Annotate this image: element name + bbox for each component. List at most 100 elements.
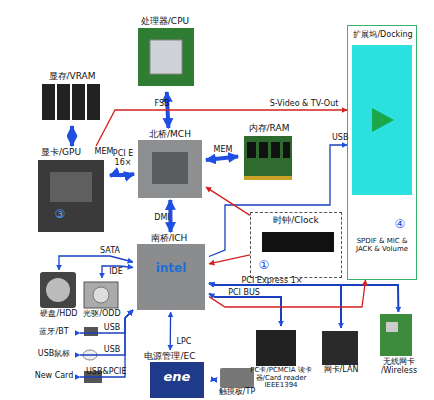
component-name: 光驱/ODD — [80, 310, 124, 319]
cpu-board — [138, 28, 194, 86]
signal-name: SPDIF & MIC & JACK & Volume — [350, 238, 414, 253]
signal-name: USB&PCIE — [86, 368, 124, 377]
component-box: 内存/RAM — [238, 122, 300, 184]
gpu-chip — [38, 160, 104, 232]
hdd-platter — [46, 278, 70, 302]
component-name: 内存/RAM — [241, 124, 297, 134]
component-name: 时钟/Clock — [261, 216, 331, 226]
vram-chip — [72, 84, 85, 120]
signal-name: PCI BUS — [224, 289, 264, 298]
component-box: 处理器/CPU — [128, 14, 202, 92]
touchpad-icon — [220, 368, 254, 388]
component-name: 触摸板/TP — [212, 388, 262, 397]
component-box: 网卡/LAN — [316, 328, 366, 376]
component-name: PC卡/PCMCIA 读卡器/Card reader IEEE1394 — [248, 367, 314, 390]
signal-name: PCI E 16× — [110, 150, 136, 168]
mch-die — [152, 152, 188, 184]
signal-name: FSB — [150, 100, 174, 109]
ram-chip — [271, 142, 280, 158]
signal-line — [209, 283, 341, 328]
component-box: 硬盘/HDD — [36, 270, 82, 322]
ram-contacts — [244, 176, 292, 180]
component-box: 显卡/GPU ③ — [34, 146, 110, 238]
component-name: New Card — [28, 372, 80, 381]
component-name: 硬盘/HDD — [36, 310, 82, 319]
callout-number: ④ — [392, 218, 408, 231]
docking-arrow — [372, 108, 394, 132]
bus-arrow — [70, 126, 74, 146]
bus-arrow — [206, 156, 238, 160]
bus-arrow — [110, 174, 134, 176]
pcmcia-chip — [256, 330, 296, 366]
vram-chip — [42, 84, 55, 120]
component-name: 电源管理/EC — [132, 352, 208, 362]
odd-disc — [93, 287, 109, 303]
component-box: USB鼠标 — [28, 348, 80, 362]
signal-line — [209, 145, 347, 257]
signal-line — [170, 312, 172, 350]
signal-name: MEM — [210, 146, 236, 155]
mch-chip — [138, 140, 202, 198]
signal-name: IDE — [106, 268, 126, 277]
component-box: 蓝牙/BT — [28, 326, 80, 340]
component-box: PC卡/PCMCIA 读卡器/Card reader IEEE1394 — [248, 326, 314, 400]
signal-name: DMI — [150, 214, 174, 223]
odd-icon — [84, 282, 118, 308]
signal-name: LPC — [174, 338, 194, 347]
component-name: 显卡/GPU — [36, 148, 86, 158]
ich-chip — [137, 244, 205, 310]
vram-chip — [57, 84, 70, 120]
signal-line — [206, 187, 250, 215]
component-box: 时钟/Clock ① — [250, 212, 342, 278]
clock-chip — [262, 232, 334, 252]
component-name: 北桥/MCH — [140, 130, 200, 140]
bt-icon — [84, 327, 98, 336]
signal-name: PCI Express 1× — [236, 277, 308, 286]
component-name: 处理器/CPU — [130, 17, 200, 27]
cpu-die — [150, 40, 182, 74]
signal-line — [209, 294, 281, 326]
callout-number: ③ — [52, 208, 68, 221]
component-name: 扩展坞/Docking — [351, 31, 415, 40]
vram-chip — [87, 84, 100, 120]
signal-line — [212, 379, 216, 381]
component-box: 显存/VRAM — [38, 70, 106, 126]
component-name: 南桥/ICH — [139, 234, 199, 244]
signal-name: SATA — [98, 247, 122, 256]
lan-chip — [322, 331, 358, 365]
signal-line — [102, 266, 133, 278]
ec-chip — [150, 362, 204, 398]
signal-name: S-Video & TV-Out — [262, 100, 346, 109]
component-box: 光驱/ODD — [80, 278, 124, 322]
signal-name: USB — [102, 324, 122, 333]
docking-connector — [352, 45, 412, 195]
hdd-icon — [40, 272, 76, 308]
callout-number: ① — [257, 259, 271, 272]
component-name: USB鼠标 — [28, 350, 80, 359]
chip-marking: ene — [152, 370, 202, 384]
signal-name: MEM — [92, 148, 116, 157]
signal-name: USB — [332, 134, 348, 143]
component-name: 蓝牙/BT — [28, 328, 80, 337]
signal-line — [96, 110, 347, 146]
chip-marking: intel — [146, 262, 196, 275]
component-name: 网卡/LAN — [316, 366, 366, 375]
wireless-chip — [386, 322, 398, 332]
signal-line — [80, 310, 133, 377]
component-name: 无线网卡 /Wireless — [368, 358, 430, 376]
component-box: 无线网卡 /Wireless — [368, 312, 430, 384]
signal-line — [209, 283, 398, 312]
component-box: New Card — [28, 370, 80, 384]
component-box: 北桥/MCH — [134, 128, 206, 200]
ram-chip — [247, 142, 256, 158]
signal-name: USB — [102, 346, 122, 355]
ram-chip — [283, 142, 290, 158]
ram-module — [244, 136, 292, 180]
wireless-card — [380, 314, 412, 356]
gpu-die — [50, 172, 92, 202]
signal-line — [209, 255, 250, 264]
component-name: 显存/VRAM — [38, 72, 106, 82]
